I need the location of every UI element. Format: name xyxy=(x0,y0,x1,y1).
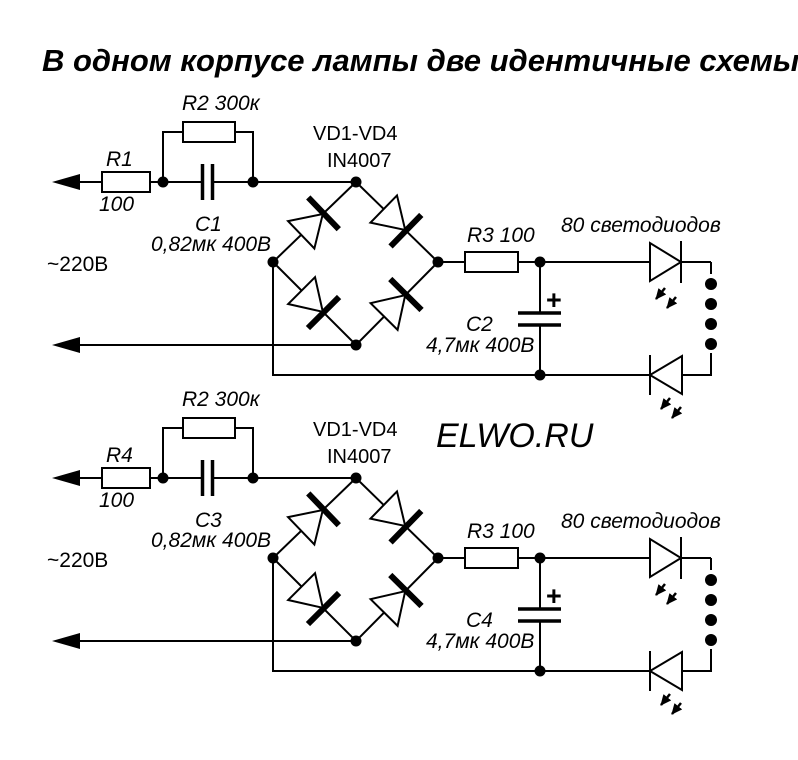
filter-capacitor-value: 4,7мк 400В xyxy=(426,334,535,357)
mains-voltage-label: ~220В xyxy=(47,253,109,276)
input-capacitor-value: 0,82мк 400В xyxy=(151,233,272,256)
bridge-refs-label: VD1-VD4 xyxy=(313,123,398,145)
capacitor-polarity-plus: + xyxy=(546,285,562,315)
page-title: В одном корпусе лампы две идентичные схе… xyxy=(42,43,798,78)
parallel-resistor-label: R2 300к xyxy=(182,388,260,411)
mains-voltage-label: ~220В xyxy=(47,549,109,572)
input-capacitor-ref: C3 xyxy=(195,509,222,532)
bridge-part-label: IN4007 xyxy=(327,150,392,172)
filter-capacitor-value: 4,7мк 400В xyxy=(426,630,535,653)
series-resistor-ref: R1 xyxy=(106,148,133,171)
input-capacitor-ref: C1 xyxy=(195,213,222,236)
ballast-resistor-label: R3 100 xyxy=(467,520,535,543)
parallel-resistor-label: R2 300к xyxy=(182,92,260,115)
watermark: ELWO.RU xyxy=(436,417,594,455)
series-resistor-ref: R4 xyxy=(106,444,133,467)
ballast-resistor-label: R3 100 xyxy=(467,224,535,247)
led-string-label: 80 светодиодов xyxy=(561,214,721,237)
bridge-refs-label: VD1-VD4 xyxy=(313,419,398,441)
bridge-part-label: IN4007 xyxy=(327,446,392,468)
filter-capacitor-ref: C2 xyxy=(466,313,493,336)
series-resistor-value: 100 xyxy=(99,193,135,216)
capacitor-polarity-plus: + xyxy=(546,581,562,611)
filter-capacitor-ref: C4 xyxy=(466,609,493,632)
series-resistor-value: 100 xyxy=(99,489,135,512)
input-capacitor-value: 0,82мк 400В xyxy=(151,529,272,552)
led-string-label: 80 светодиодов xyxy=(561,510,721,533)
